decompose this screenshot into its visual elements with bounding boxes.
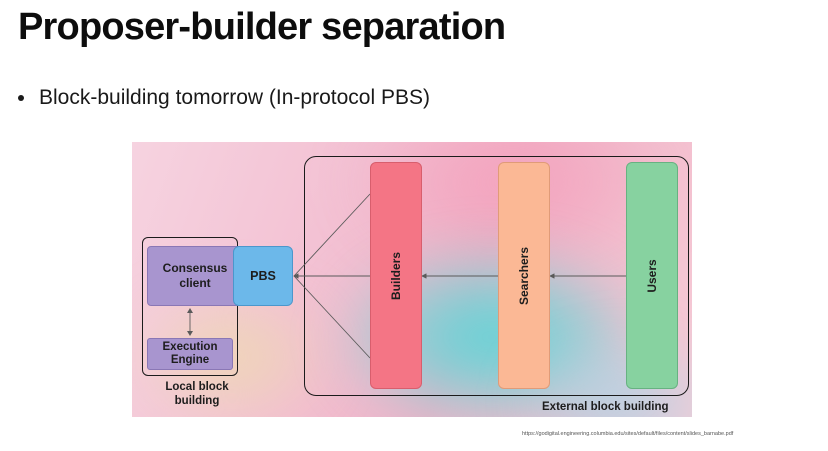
- fan-line-top: [293, 193, 371, 277]
- pbs-diagram: Consensus client PBS Execution Engine Bu…: [132, 142, 692, 417]
- builders-label: Builders: [389, 251, 403, 300]
- builders-column: Builders: [370, 162, 422, 389]
- fan-line-bottom: [293, 275, 371, 359]
- searchers-label: Searchers: [517, 246, 531, 305]
- bullet-text: Block-building tomorrow (In-protocol PBS…: [39, 86, 430, 109]
- external-block-building-caption: External block building: [542, 401, 669, 413]
- local-building-frame: [142, 237, 238, 376]
- connector-lines: [187, 193, 626, 359]
- slide-title: Proposer-builder separation: [18, 6, 506, 48]
- bullet-item: Block-building tomorrow (In-protocol PBS…: [18, 86, 430, 110]
- users-label: Users: [645, 258, 659, 293]
- link-arrowhead-down: [187, 331, 193, 336]
- users-column: Users: [626, 162, 678, 389]
- consensus-client-box: Consensus client: [147, 246, 243, 306]
- bullet-dot: [18, 95, 24, 101]
- link-arrowhead-up: [187, 308, 193, 313]
- searchers-column: Searchers: [498, 162, 550, 389]
- local-block-building-caption: Local block building: [165, 381, 229, 407]
- execution-engine-box: Execution Engine: [147, 338, 233, 370]
- source-url: https://godigital.engineering.columbia.e…: [522, 431, 734, 437]
- pbs-box: PBS: [233, 246, 293, 306]
